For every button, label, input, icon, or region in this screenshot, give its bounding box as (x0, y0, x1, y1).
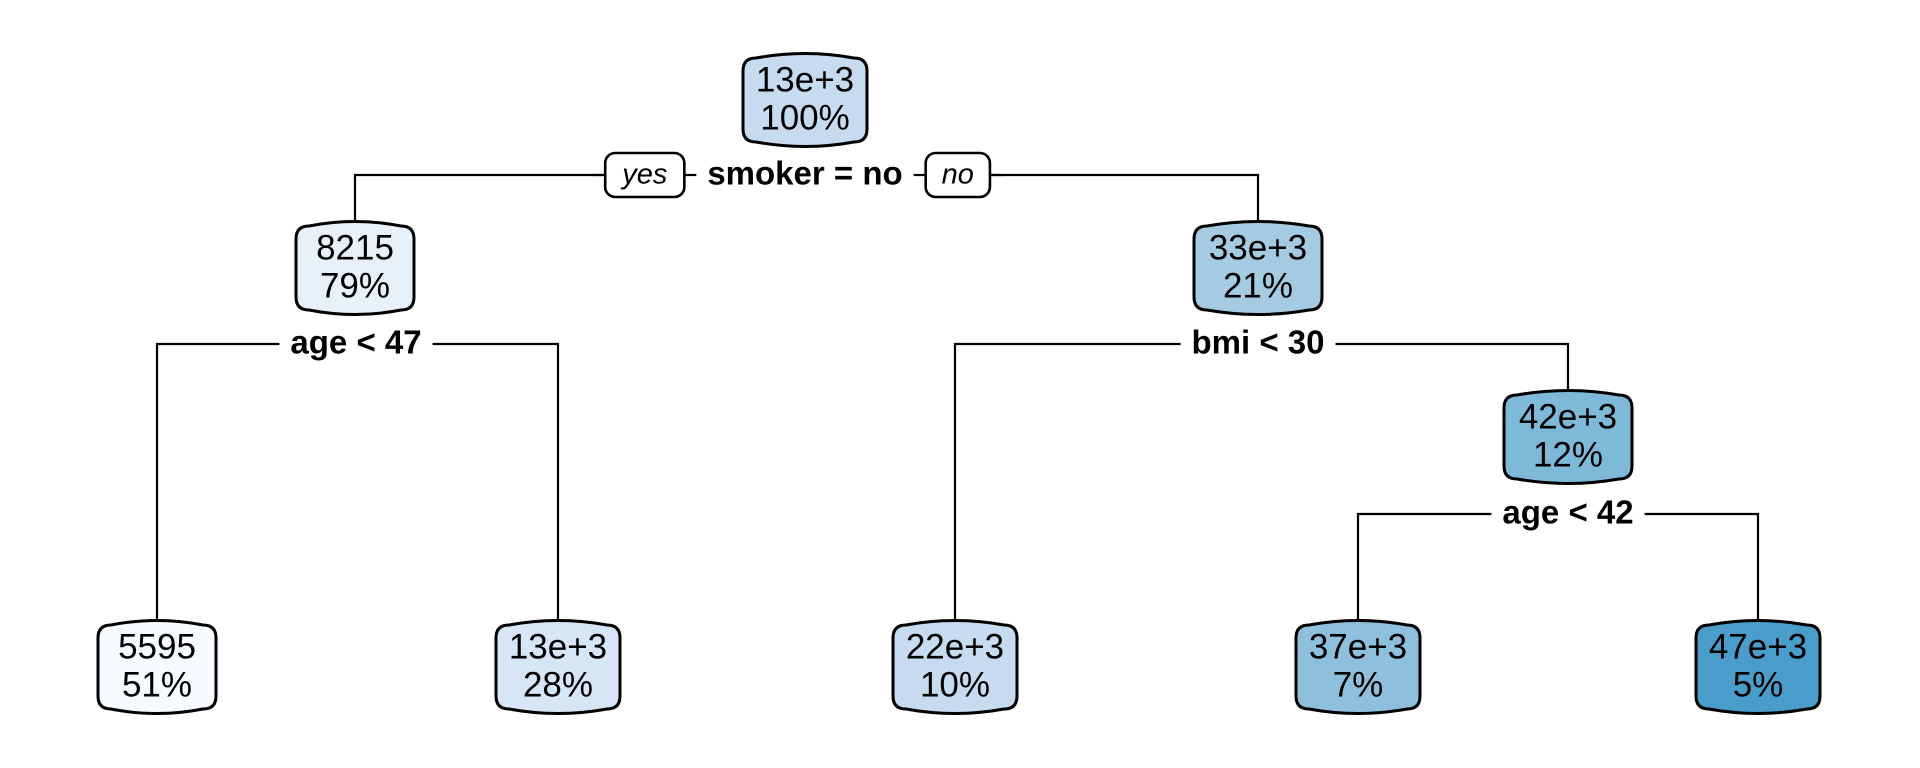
node-percent-label: 12% (1533, 435, 1603, 474)
tree-edge (155, 342, 356, 625)
split-label-group: yes no smoker = no (593, 151, 1002, 199)
edge-path (356, 342, 560, 625)
branch-label-yes: yes (620, 159, 667, 191)
node-percent-label: 7% (1333, 665, 1384, 704)
edges-layer (155, 173, 1760, 625)
node-shape[interactable] (1294, 619, 1422, 715)
node-value-label: 5595 (118, 627, 196, 666)
node-percent-label: 51% (122, 665, 192, 704)
split-label-group: age < 47 (290, 324, 421, 361)
split-condition-label: age < 42 (1502, 494, 1633, 531)
node-percent-label: 100% (760, 98, 850, 137)
node-shape[interactable] (1192, 220, 1324, 316)
tree-node[interactable]: 33e+321% (1192, 220, 1324, 316)
node-shape[interactable] (96, 619, 218, 715)
edge-path (155, 342, 356, 625)
split-label-backdrop (1491, 489, 1645, 539)
tree-node[interactable]: 22e+310% (891, 619, 1019, 715)
node-value-label: 47e+3 (1709, 627, 1807, 666)
node-value-label: 37e+3 (1309, 627, 1407, 666)
tree-node[interactable]: 42e+312% (1502, 389, 1634, 485)
node-shape[interactable] (891, 619, 1019, 715)
node-percent-label: 5% (1733, 665, 1784, 704)
node-value-label: 8215 (316, 228, 394, 267)
node-value-label: 42e+3 (1519, 397, 1617, 436)
split-condition-label: age < 47 (290, 324, 421, 361)
branch-label-no: no (942, 159, 974, 191)
node-shape[interactable] (1502, 389, 1634, 485)
nodes-layer: 13e+3100%821579%33e+321%559551%13e+328%2… (96, 52, 1822, 715)
edge-path (953, 342, 1258, 625)
edge-path (1258, 342, 1570, 395)
node-percent-label: 10% (920, 665, 990, 704)
split-label-group: age < 42 (1502, 494, 1633, 531)
split-label-backdrop (279, 319, 433, 369)
split-condition-label: bmi < 30 (1192, 324, 1325, 361)
tree-node[interactable]: 37e+37% (1294, 619, 1422, 715)
tree-node[interactable]: 13e+328% (494, 619, 622, 715)
tree-edge (356, 342, 560, 625)
node-value-label: 22e+3 (906, 627, 1004, 666)
node-shape[interactable] (1694, 619, 1822, 715)
node-shape[interactable] (494, 619, 622, 715)
split-condition-label: smoker = no (707, 155, 902, 192)
node-value-label: 13e+3 (756, 60, 854, 99)
node-value-label: 33e+3 (1209, 228, 1307, 267)
node-value-label: 13e+3 (509, 627, 607, 666)
node-shape[interactable] (294, 220, 416, 316)
split-label-group: bmi < 30 (1192, 324, 1325, 361)
split-label-backdrop (1180, 319, 1336, 369)
node-shape[interactable] (741, 52, 869, 148)
tree-node[interactable]: 47e+35% (1694, 619, 1822, 715)
node-percent-label: 79% (320, 266, 390, 305)
tree-edge (953, 342, 1258, 625)
tree-edge (1258, 342, 1570, 395)
node-percent-label: 28% (523, 665, 593, 704)
split-labels-layer: yes no smoker = no age < 47 bmi < 30 age < 42 (279, 150, 1645, 539)
node-percent-label: 21% (1223, 266, 1293, 305)
